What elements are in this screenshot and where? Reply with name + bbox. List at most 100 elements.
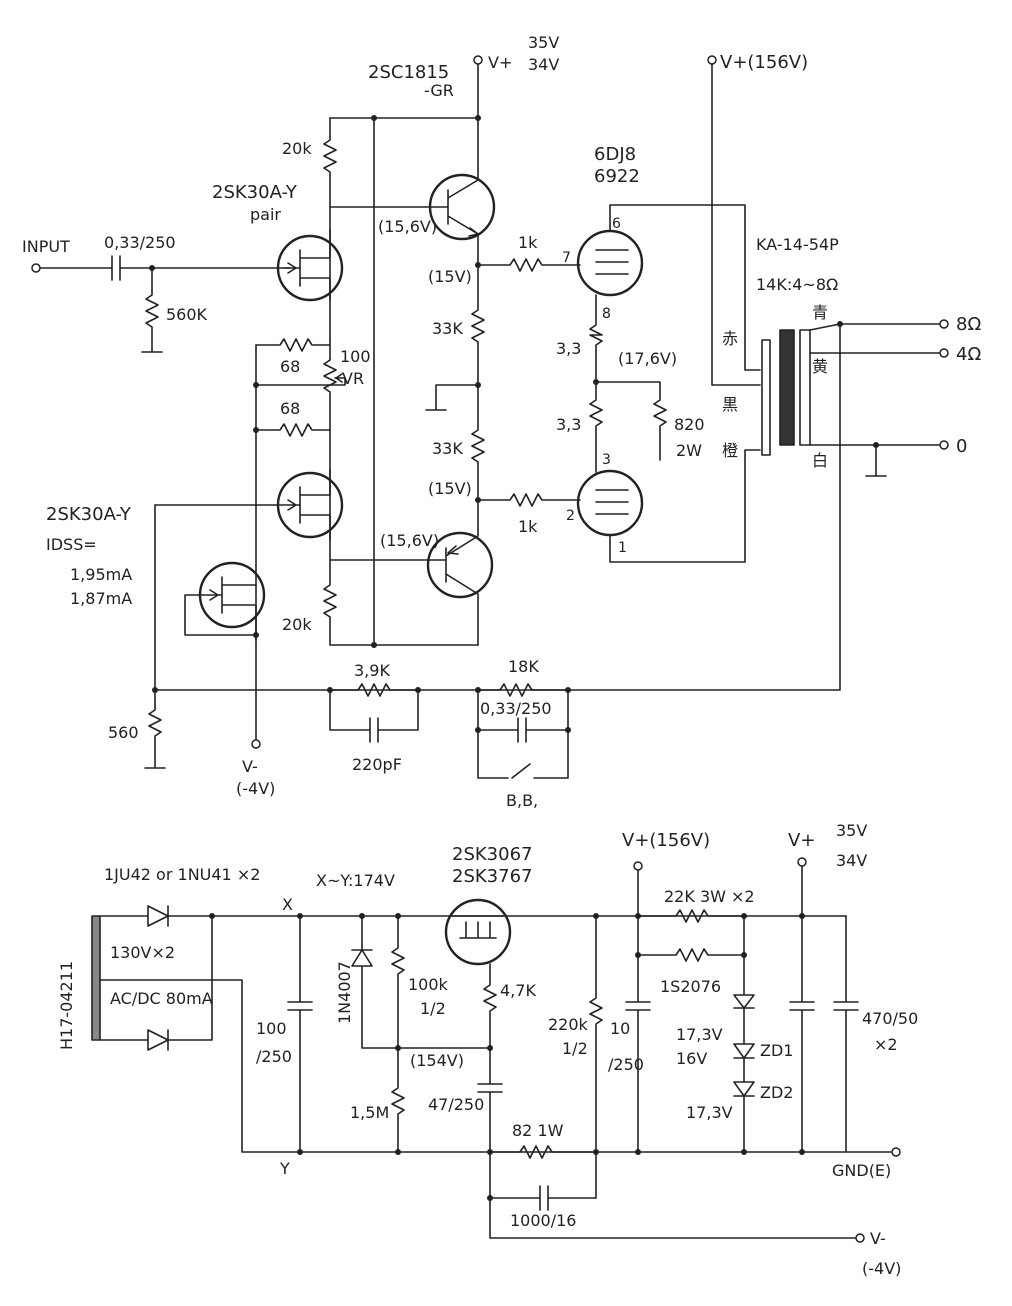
label-out-4: 4Ω xyxy=(956,344,981,365)
r-18k xyxy=(477,683,569,697)
label-x: X xyxy=(282,895,293,914)
label-r-68-b: 68 xyxy=(280,399,300,418)
mosfet xyxy=(444,898,512,966)
vminus-b-terminal xyxy=(855,1233,865,1243)
out-8-terminal xyxy=(939,319,949,329)
label-r-33k-top: 33K xyxy=(432,319,463,338)
label-vplus-156-b: V+(156V) xyxy=(622,830,710,851)
label-c-10b: /250 xyxy=(608,1055,644,1074)
vminus-terminal xyxy=(251,739,261,749)
r-4-7k xyxy=(483,963,497,1049)
label-pin2: 2 xyxy=(566,508,575,524)
label-idss2: 1,87mA xyxy=(70,589,132,608)
label-wire-ao: 青 xyxy=(812,303,828,322)
label-c-220p: 220pF xyxy=(352,755,402,774)
label-c-100: 100 xyxy=(256,1019,287,1038)
label-idss1: 1,95mA xyxy=(70,565,132,584)
r-3-9k xyxy=(329,683,419,697)
label-r-4-7k: 4,7K xyxy=(500,981,536,1000)
r-20k-top xyxy=(323,117,337,341)
gnd-terminal xyxy=(891,1147,901,1157)
label-xfmr-pwr-v: 130V×2 xyxy=(110,943,175,962)
label-y: Y xyxy=(279,1159,290,1178)
r-100k xyxy=(391,915,405,1049)
label-v-15-top: (15V) xyxy=(428,267,472,286)
label-r-1k-bot: 1k xyxy=(518,517,538,536)
r-1k-bot xyxy=(477,493,581,507)
label-out-0: 0 xyxy=(956,436,967,457)
label-r-100k-sub: 1/2 xyxy=(420,999,446,1018)
r-68-b xyxy=(255,423,331,437)
r-68-a xyxy=(255,338,331,352)
jfet-top xyxy=(276,234,344,302)
label-r-560: 560 xyxy=(108,723,139,742)
label-vplus-b: V+ xyxy=(788,830,815,851)
label-pin3: 3 xyxy=(602,452,611,468)
label-r-3-9k: 3,9K xyxy=(354,661,390,680)
label-c-100b: /250 xyxy=(256,1047,292,1066)
input-cap xyxy=(39,255,291,281)
r-820 xyxy=(595,381,667,461)
vr-100 xyxy=(323,359,337,431)
bb-switch xyxy=(477,729,569,779)
r-22k-a xyxy=(637,909,745,923)
out-4-terminal xyxy=(939,348,949,358)
label-r-22k: 22K 3W ×2 xyxy=(664,887,755,906)
c-470-b xyxy=(833,915,893,1153)
label-xy: X~Y:174V xyxy=(316,871,395,890)
label-6dj8: 6DJ8 xyxy=(594,144,636,165)
label-zd-v2: 16V xyxy=(676,1049,707,1068)
label-1n4007: 1N4007 xyxy=(335,961,354,1024)
label-gnd: GND(E) xyxy=(832,1161,891,1180)
label-vminus-b: V- xyxy=(870,1229,886,1248)
label-zd-v1: 17,3V xyxy=(676,1025,723,1044)
label-r-33-a: 3,3 xyxy=(556,339,581,358)
c-470-a xyxy=(789,865,815,1153)
label-r-220k-sub: 1/2 xyxy=(562,1039,588,1058)
label-xfmr-imp: 14K:4~8Ω xyxy=(756,275,838,294)
label-2sc1815-sub: -GR xyxy=(424,81,454,100)
label-v-15-6-top: (15,6V) xyxy=(378,217,437,236)
label-r-68-a: 68 xyxy=(280,357,300,376)
r-220k xyxy=(589,915,603,1153)
label-r-560k: 560K xyxy=(166,305,208,324)
label-r-33-b: 3,3 xyxy=(556,415,581,434)
label-pin7: 7 xyxy=(562,250,571,266)
label-c-033-250: 0,33/250 xyxy=(480,699,552,718)
label-6922: 6922 xyxy=(594,166,640,187)
bplus-line xyxy=(711,63,761,386)
label-jfet-cs: 2SK30A-Y xyxy=(46,504,132,525)
vplus-terminal xyxy=(473,55,483,65)
label-c-47-250: 47/250 xyxy=(428,1095,484,1114)
label-c-470-50x: ×2 xyxy=(874,1035,898,1054)
label-r-18k: 18K xyxy=(508,657,539,676)
label-r-820-sub: 2W xyxy=(676,441,702,460)
label-zd2: ZD2 xyxy=(760,1083,793,1102)
c-220p xyxy=(329,689,419,743)
label-wire-shiro: 白 xyxy=(812,451,828,470)
label-mos1: 2SK3067 xyxy=(452,844,533,865)
label-vminus-top-val: (-4V) xyxy=(236,779,275,798)
mid-ground xyxy=(425,384,479,411)
r-20k-bot xyxy=(323,429,479,646)
cathode-chain xyxy=(589,294,603,473)
label-wire-kuro: 黒 xyxy=(722,395,738,414)
label-xfmr: KA-14-54P xyxy=(756,235,839,254)
label-vminus-b-val: (-4V) xyxy=(862,1259,901,1278)
label-r-1-5m: 1,5M xyxy=(350,1103,389,1122)
r-1k-top xyxy=(477,258,581,272)
label-pin8: 8 xyxy=(602,306,611,322)
xfmr-sec xyxy=(799,329,811,446)
label-v-17-6: (17,6V) xyxy=(618,349,677,368)
label-zd1: ZD1 xyxy=(760,1041,793,1060)
label-r-820: 820 xyxy=(674,415,705,434)
label-mos2: 2SK3767 xyxy=(452,866,533,887)
label-c-470-50: 470/50 xyxy=(862,1009,918,1028)
c-10-250 xyxy=(625,869,651,1153)
label-r-220k: 220k xyxy=(548,1015,589,1034)
label-out-8: 8Ω xyxy=(956,314,981,335)
label-jfet-pair-sub: pair xyxy=(250,205,281,224)
xfmr-pri xyxy=(761,339,771,456)
label-c-input: 0,33/250 xyxy=(104,233,176,252)
